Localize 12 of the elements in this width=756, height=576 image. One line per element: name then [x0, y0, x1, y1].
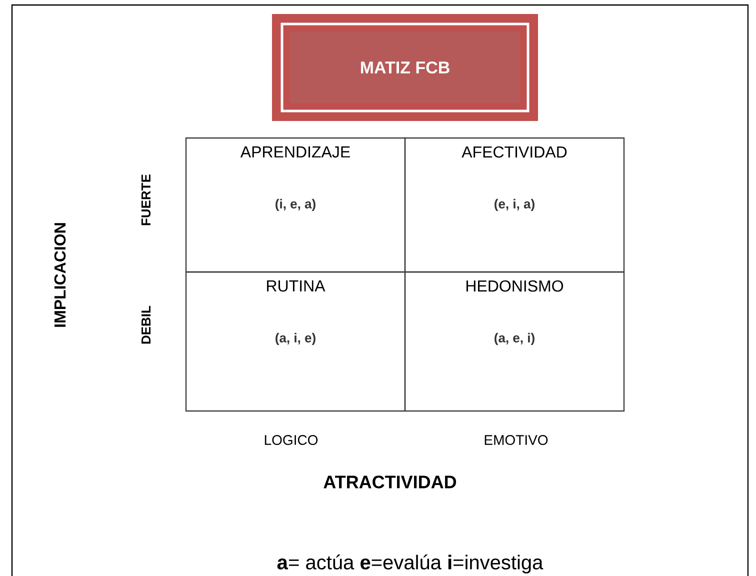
title-box: MATIZ FCB [272, 14, 538, 121]
axis-label: FUERTE [141, 174, 151, 226]
legend-text: a= actúa e=evalúa i=investiga [277, 554, 544, 574]
axis-label: LOGICO [264, 435, 318, 445]
axis-title: ATRACTIVIDAD [324, 476, 456, 488]
axis-label: EMOTIVO [484, 435, 548, 445]
quadrant-cell: APRENDIZAJE (i, e, a) [185, 137, 406, 273]
quadrant-cell: HEDONISMO (a, e, i) [404, 271, 625, 412]
quadrant-cell: AFECTIVIDAD (e, i, a) [404, 137, 625, 273]
quadrant-cell: RUTINA (a, i, e) [185, 271, 406, 412]
axis-title: IMPLICACION [54, 223, 66, 327]
axis-label: DEBIL [142, 306, 150, 344]
